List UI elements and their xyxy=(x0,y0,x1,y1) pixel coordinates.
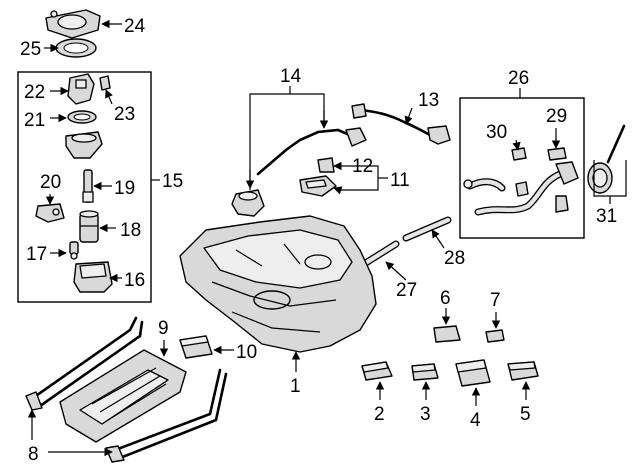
callout-10: 10 xyxy=(236,342,257,363)
part-23-clip[interactable] xyxy=(99,75,111,91)
part-6-insulator-pad[interactable] xyxy=(433,325,461,343)
callout-22: 22 xyxy=(24,82,45,103)
callout-4: 4 xyxy=(470,410,481,431)
part-pump-cap[interactable] xyxy=(65,131,103,159)
callout-labels: 24 25 22 23 21 15 20 19 18 17 16 14 13 1… xyxy=(20,16,617,465)
callout-7: 7 xyxy=(490,290,501,311)
part-11-canister-bracket[interactable] xyxy=(299,175,337,197)
callout-17: 17 xyxy=(26,244,47,265)
callout-13: 13 xyxy=(418,90,439,111)
callout-24: 24 xyxy=(124,16,146,37)
part-8-tank-strap-rear[interactable] xyxy=(25,316,144,411)
callout-31: 31 xyxy=(596,206,617,227)
callout-21: 21 xyxy=(24,110,45,131)
callout-15: 15 xyxy=(162,171,183,192)
callout-3: 3 xyxy=(420,404,431,425)
fuel-pump-group-box xyxy=(17,71,152,303)
filler-group-box xyxy=(459,97,585,239)
part-14-vent-hose[interactable] xyxy=(256,127,367,176)
part-25-seal-gasket[interactable] xyxy=(55,38,97,58)
part-5-insulator-pad[interactable] xyxy=(507,361,539,381)
part-22-pressure-sensor[interactable] xyxy=(67,73,95,105)
callout-5: 5 xyxy=(520,404,531,425)
part-17-strainer-pin[interactable] xyxy=(69,241,79,260)
part-9-heat-shield[interactable] xyxy=(59,349,187,443)
part-21-o-ring[interactable] xyxy=(67,110,97,124)
part-18-fuel-pump[interactable] xyxy=(79,210,99,243)
part-14-vent-valve[interactable] xyxy=(231,189,265,217)
callout-19: 19 xyxy=(114,178,135,199)
part-2-insulator-pad[interactable] xyxy=(361,361,393,381)
part-filler-hose[interactable] xyxy=(463,178,506,192)
part-16-fuel-filter[interactable] xyxy=(73,261,113,293)
part-10-pad[interactable] xyxy=(179,335,213,359)
part-7-insulator-pad[interactable] xyxy=(485,329,505,343)
part-3-insulator-pad[interactable] xyxy=(411,363,439,381)
callout-8: 8 xyxy=(28,444,39,465)
callout-28: 28 xyxy=(444,248,465,269)
part-28-vent-hose[interactable] xyxy=(402,216,452,242)
callout-25: 25 xyxy=(20,39,41,60)
part-filler-pipe[interactable] xyxy=(474,161,579,216)
part-27-fill-hose[interactable] xyxy=(360,240,400,268)
callout-16: 16 xyxy=(124,270,145,291)
callout-9: 9 xyxy=(158,318,169,339)
group-14-leader xyxy=(249,93,325,190)
part-1-fuel-tank[interactable] xyxy=(179,215,377,353)
callout-12: 12 xyxy=(352,156,373,177)
part-29-hose-clamp[interactable] xyxy=(547,147,567,161)
callout-20: 20 xyxy=(40,172,61,193)
callout-14: 14 xyxy=(280,66,302,87)
leader-arrows xyxy=(27,19,561,457)
callout-6: 6 xyxy=(440,288,451,309)
callout-2: 2 xyxy=(374,404,385,425)
part-13-wire-harness[interactable] xyxy=(351,103,451,145)
callout-18: 18 xyxy=(120,220,141,241)
callout-29: 29 xyxy=(546,106,567,127)
callout-23: 23 xyxy=(114,104,135,125)
part-19-fuel-gauge-rod[interactable] xyxy=(82,169,94,203)
callout-11: 11 xyxy=(390,170,410,191)
callout-30: 30 xyxy=(486,122,507,143)
part-12-bolt[interactable] xyxy=(317,157,335,173)
part-24-retainer-plate[interactable] xyxy=(45,9,101,39)
callout-1: 1 xyxy=(290,376,301,397)
part-20-level-sensor[interactable] xyxy=(35,203,65,223)
callout-26: 26 xyxy=(508,68,529,89)
part-4-insulator-pad[interactable] xyxy=(455,359,491,387)
callout-27: 27 xyxy=(396,280,417,301)
part-30-clamp[interactable] xyxy=(511,147,527,161)
